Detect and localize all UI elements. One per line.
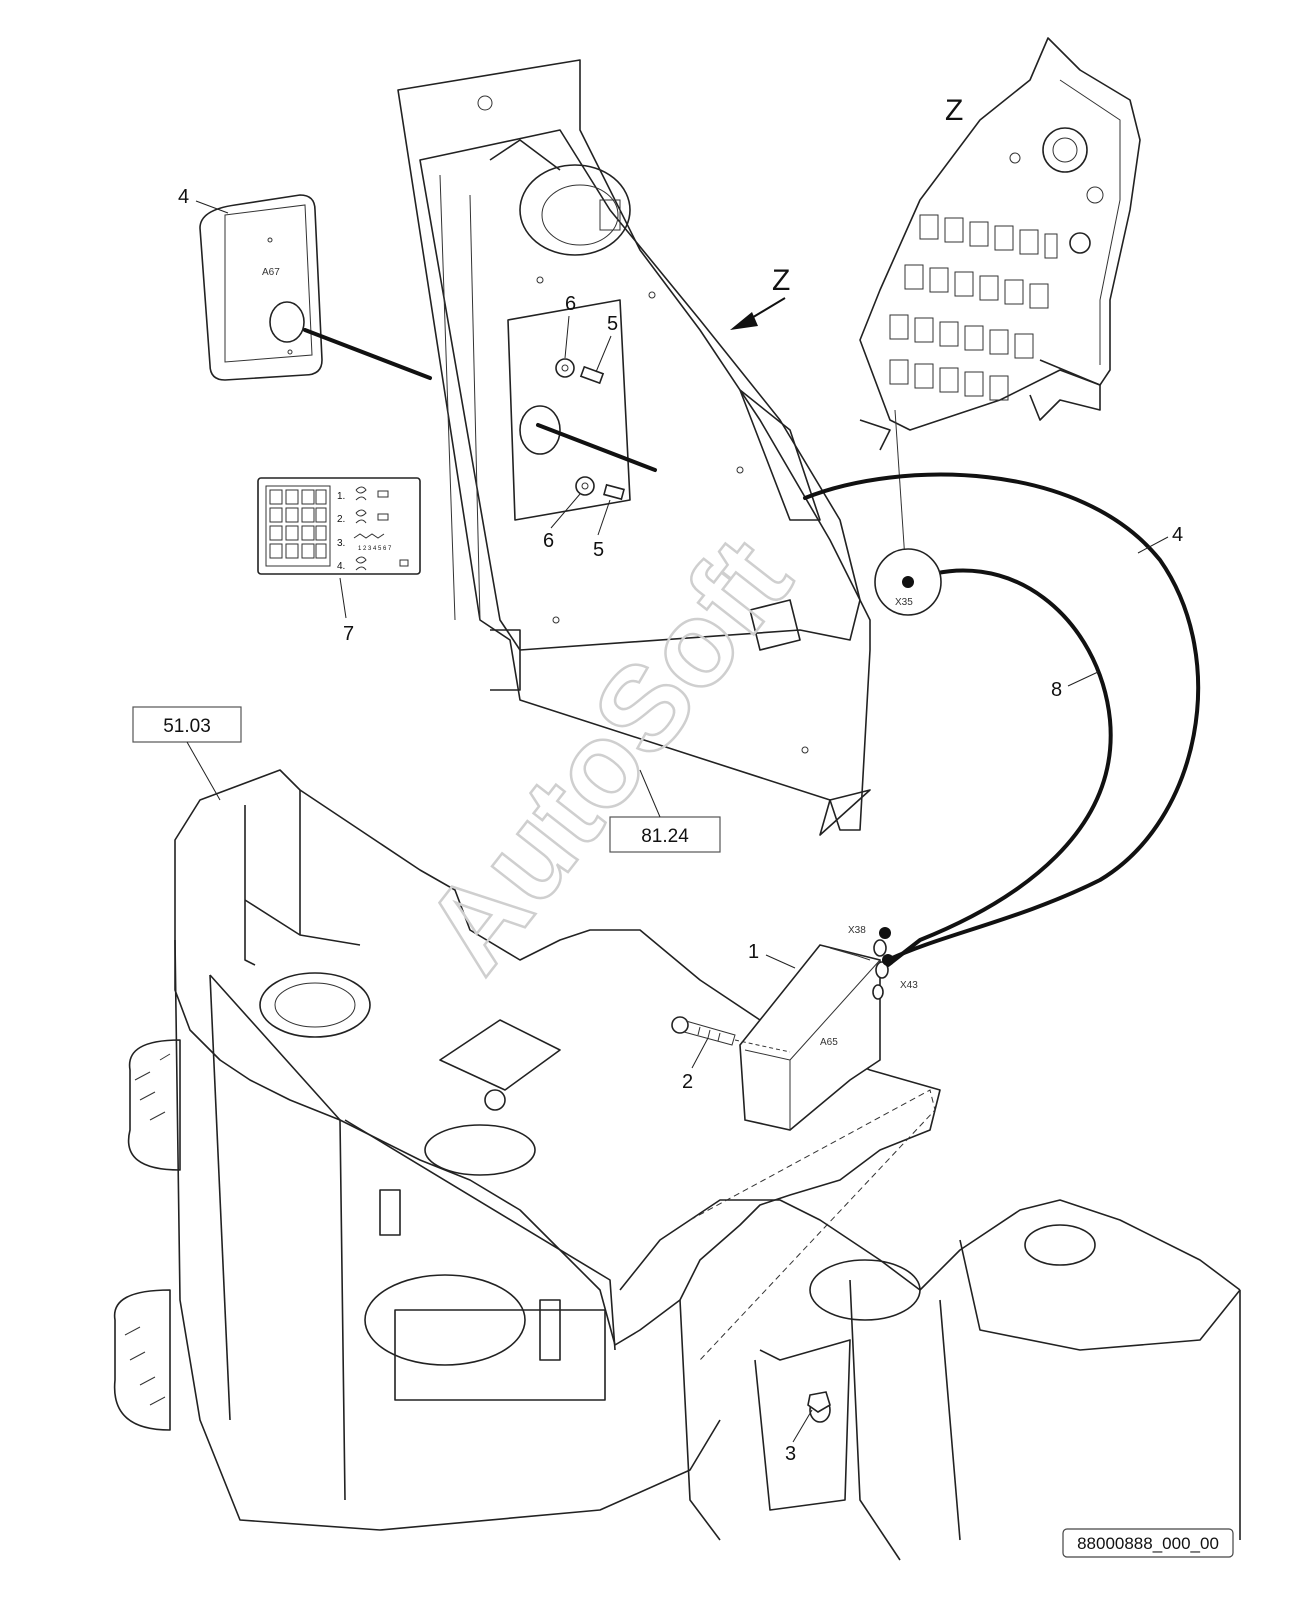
callout-decal: 7: [343, 623, 354, 645]
module-a65: [739, 939, 889, 1131]
view-arrow-z: [730, 297, 786, 330]
view-arrow-label: Z: [772, 264, 790, 297]
decal-row3-digits: 1 2 3 4 5 6 7: [358, 546, 392, 552]
module-a67: [199, 194, 323, 381]
decal-row-1: 1.: [337, 491, 345, 502]
decal-row-2: 2.: [337, 514, 345, 525]
washer-lower: [575, 476, 595, 496]
watermark: AutoSoft: [399, 514, 816, 996]
nut: [807, 1391, 831, 1413]
drawing-number-label: 88000888_000_00: [1077, 1534, 1219, 1553]
cable-8: [886, 568, 1113, 967]
module-a67-label: A67: [262, 267, 280, 278]
cable-a67: [303, 328, 432, 380]
callout-screw-lower: 5: [593, 539, 604, 561]
connector-x35: [874, 548, 942, 616]
cable-a67-inner: [536, 423, 657, 472]
view-leader-line: [894, 409, 906, 561]
callout-washer-upper: 6: [565, 293, 576, 315]
callout-cable-4: 4: [1172, 524, 1183, 546]
callout-screw-upper: 5: [607, 313, 618, 335]
callout-module-a67: 4: [178, 186, 189, 208]
detail-view-z: [859, 37, 1141, 451]
cable-4: [803, 472, 1201, 962]
callout-cable-8: 8: [1051, 679, 1062, 701]
callout-module-a65: 1: [748, 941, 759, 963]
decal-row-4: 4.: [337, 561, 345, 572]
connector-x35-label: X35: [895, 597, 913, 608]
connector-x38-label: X38: [848, 925, 866, 936]
reference-panel: 81.24: [609, 769, 721, 853]
connector-x43-point: [882, 954, 894, 966]
screw-lower: [603, 483, 625, 501]
callout-bolt: 2: [682, 1071, 693, 1093]
reference-frame: 51.03: [132, 706, 242, 801]
washer-upper: [555, 358, 575, 378]
decal: 1. 2. 3. 4. 1 2 3 4 5 6 7: [257, 477, 421, 575]
dashboard-panel: [397, 59, 871, 836]
connector-x38-point: [879, 927, 891, 939]
screw-upper: [579, 365, 605, 385]
machine-frame: [113, 769, 1241, 1561]
drawing-number: 88000888_000_00: [1062, 1528, 1234, 1558]
callout-washer-lower: 6: [543, 530, 554, 552]
connector-x43-label: X43: [900, 980, 918, 991]
callout-nut: 3: [785, 1443, 796, 1465]
reference-panel-label: 81.24: [641, 826, 689, 847]
reference-frame-label: 51.03: [163, 716, 211, 737]
module-a65-label: A65: [820, 1037, 838, 1048]
detail-view-label: Z: [945, 94, 963, 127]
decal-row-3: 3.: [337, 538, 345, 549]
